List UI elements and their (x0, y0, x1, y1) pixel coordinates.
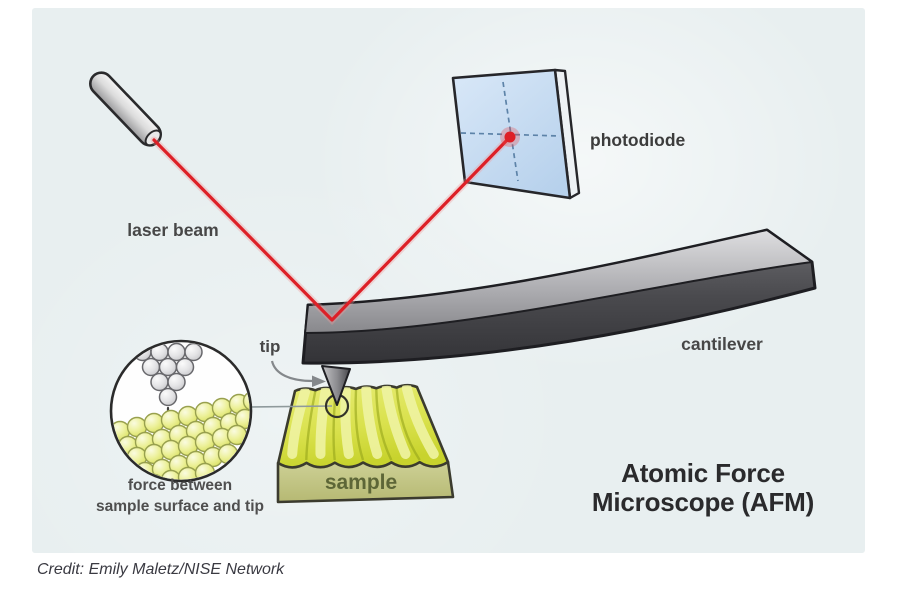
laser-beam-label: laser beam (127, 220, 219, 240)
cantilever-label: cantilever (681, 334, 763, 354)
sample-label: sample (324, 471, 398, 494)
diagram-title: Atomic Force Microscope (AFM) (550, 459, 856, 517)
credit-text: Credit: Emily Maletz/NISE Network (37, 561, 285, 578)
inset-caption-line-2: sample surface and tip (96, 498, 264, 515)
probe-tip (321, 365, 351, 406)
tip-label: tip (259, 337, 281, 356)
cantilever (301, 228, 817, 365)
tip-arrow (270, 360, 326, 387)
magnifier-inset (109, 339, 253, 483)
inset-caption-line-1: force between (127, 477, 233, 494)
laser-beam-path (152, 135, 512, 322)
magnifier-connector-line (247, 405, 333, 408)
laser-beam-rays (150, 127, 520, 325)
afm-diagram-graphics (89, 68, 817, 504)
laser-spot (504, 131, 516, 143)
diagram-title-line-1: Atomic Force (621, 458, 785, 488)
inset-caption: force between sample surface and tip (80, 475, 280, 517)
cantilever-top-surface (304, 229, 813, 334)
photodiode-label: photodiode (590, 130, 686, 150)
tip-arrowhead (312, 375, 326, 387)
diagram-title-line-2: Microscope (AFM) (591, 487, 815, 517)
afm-diagram-panel: laser beam photodiode tip cantilever sam… (32, 8, 865, 553)
